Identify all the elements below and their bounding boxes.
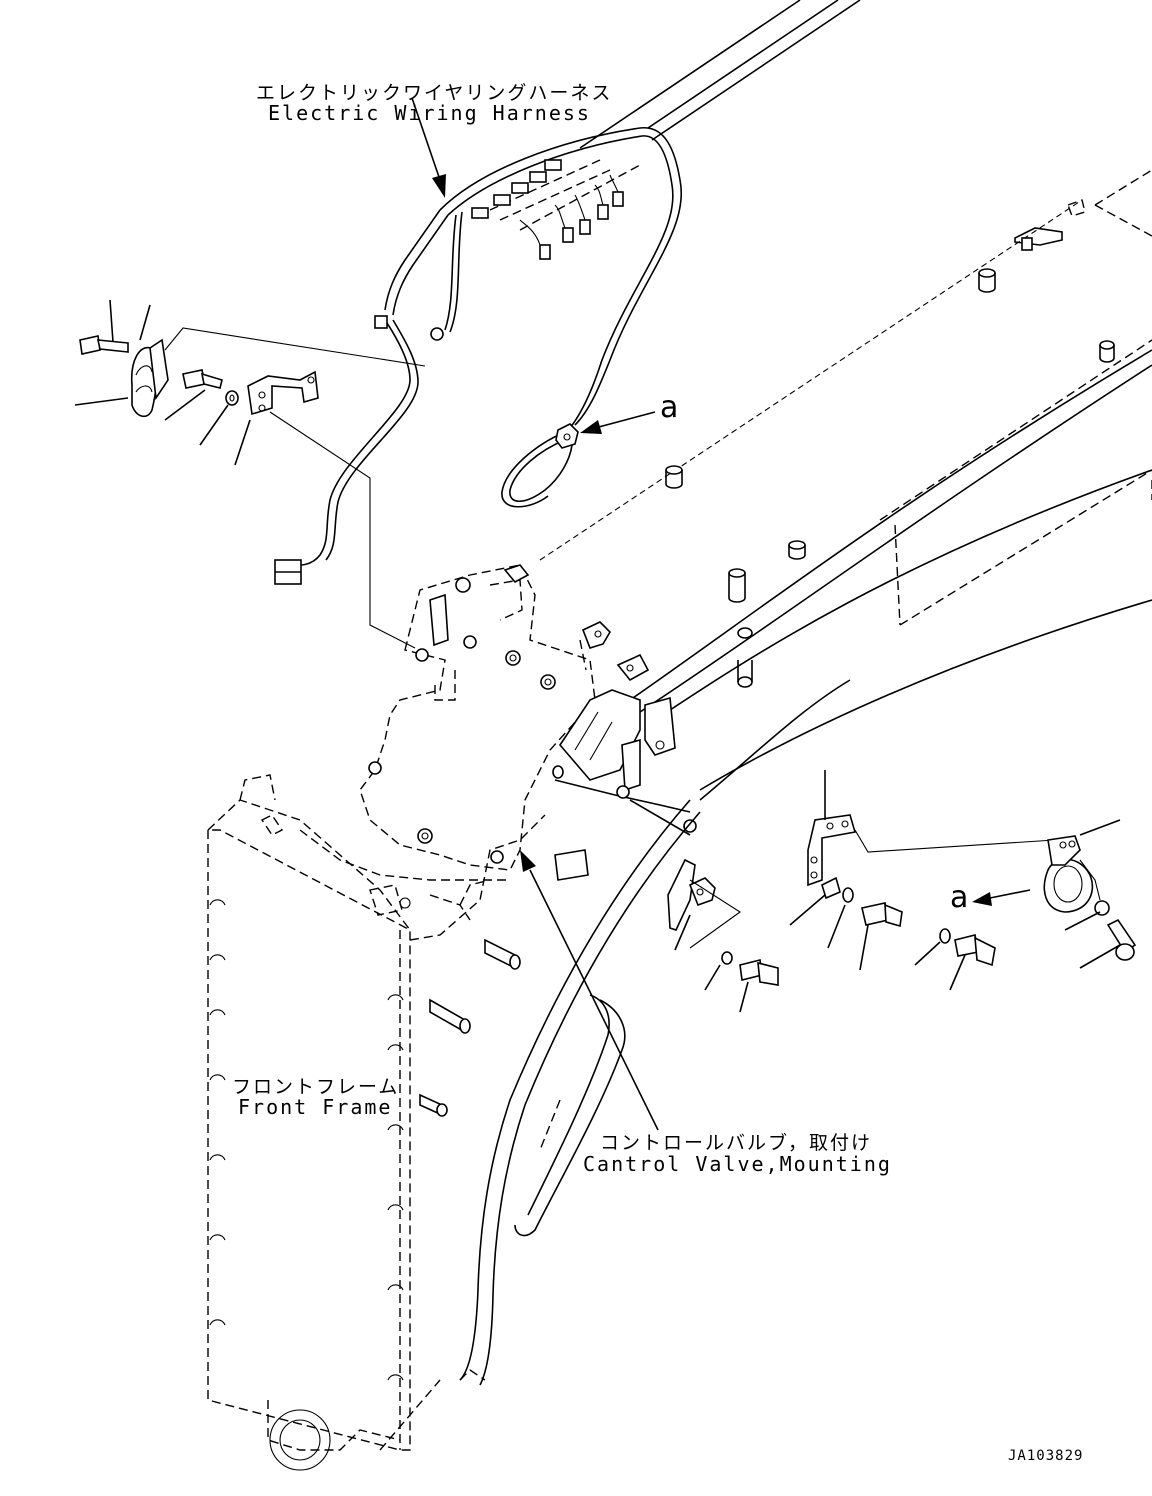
harness-clamp: [555, 423, 579, 449]
boom-clip: [1014, 199, 1086, 251]
ref-a-bottom: a: [950, 880, 969, 915]
harness-label-jp: エレクトリックワイヤリングハーネス: [256, 82, 613, 104]
valve-label-jp: コントロールバルブ，取付け: [600, 1132, 873, 1154]
front-frame: [207, 774, 589, 1471]
frame-label-en: Front Frame: [238, 1095, 393, 1119]
valve-label-en: Cantrol Valve,Mounting: [583, 1152, 892, 1176]
frame-holes: [209, 899, 404, 1381]
frame-bosses: [419, 849, 589, 1117]
horn-assembly-left: [74, 299, 426, 649]
horn-assembly-right: [789, 770, 1137, 991]
frame-label-jp: フロントフレーム: [232, 1076, 400, 1098]
ref-a-top: a: [660, 390, 679, 425]
valve-plate: [299, 564, 612, 881]
boom-outline: [539, 0, 1152, 801]
lift-arm: [379, 799, 701, 1451]
bracket-assembly-center: [667, 858, 779, 1013]
drawing-code: JA103829: [1008, 1448, 1084, 1464]
harness-label-en: Electric Wiring Harness: [268, 101, 591, 125]
connector-cluster: [274, 159, 624, 585]
boom-bosses: [665, 268, 1115, 688]
valve-brackets: [552, 653, 697, 836]
callout-arrows: [411, 97, 1031, 1131]
